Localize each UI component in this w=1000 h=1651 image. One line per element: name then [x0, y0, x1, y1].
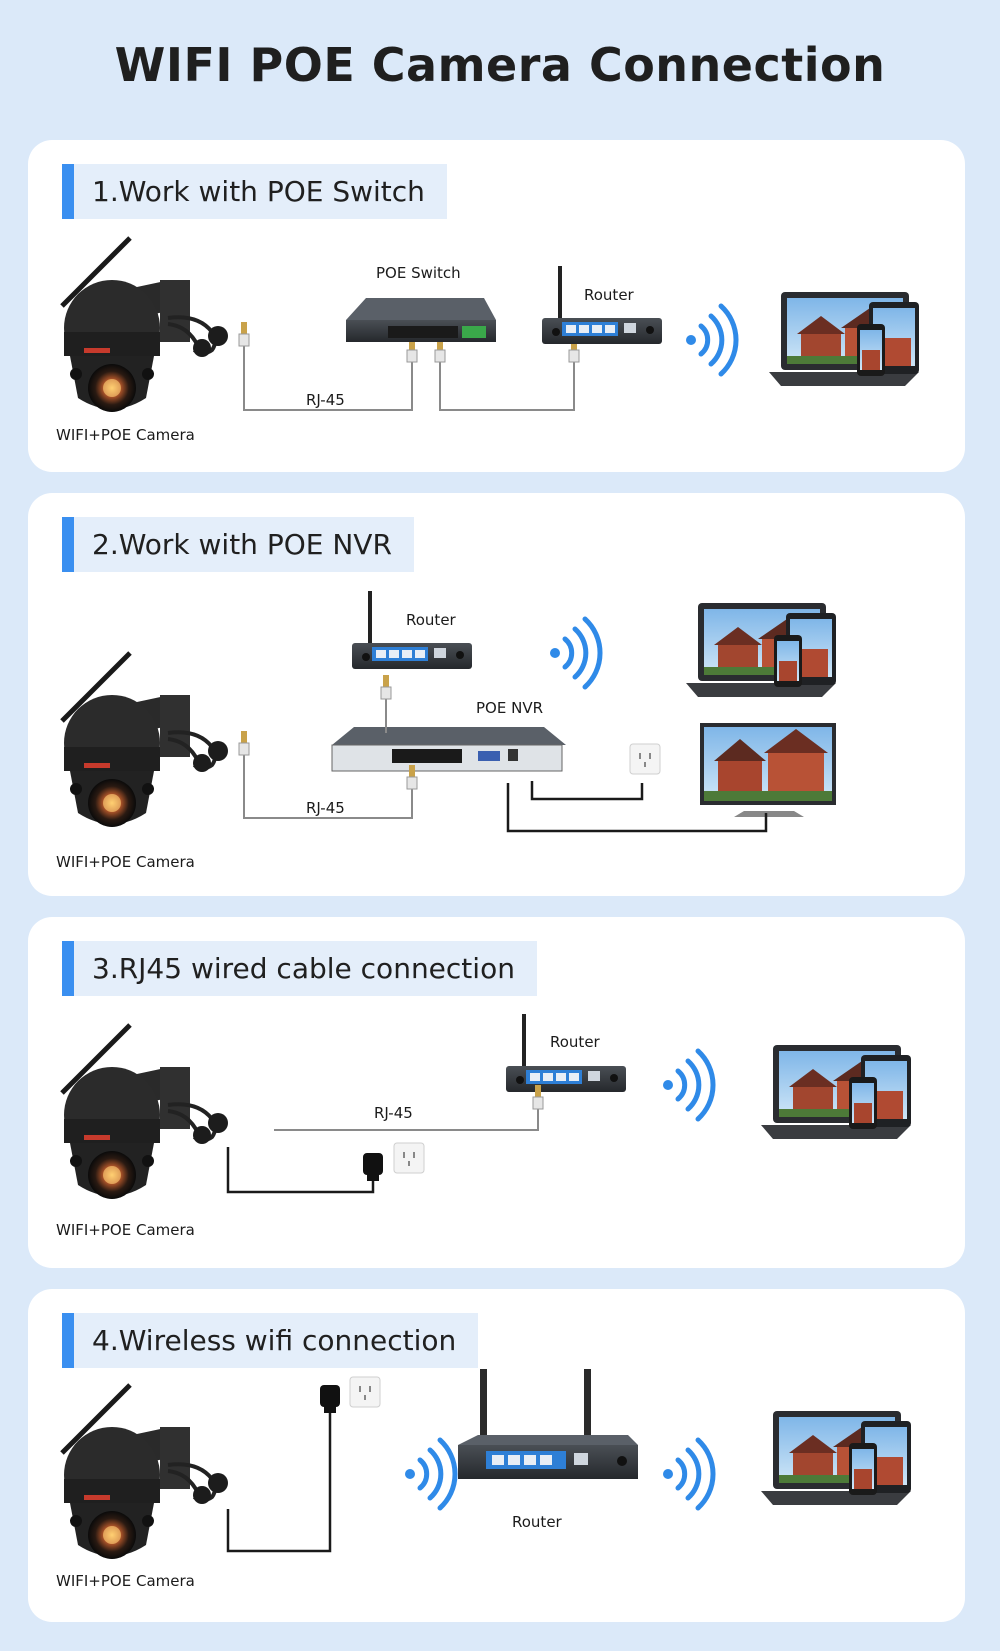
- camera-image: [62, 1025, 228, 1199]
- cable-camera-switch: [243, 340, 413, 411]
- router-label: Router: [406, 611, 457, 629]
- devices-image: [686, 603, 836, 697]
- cable-nvr-power: [530, 781, 644, 801]
- poe-switch-image: [346, 298, 496, 342]
- monitor-image: [700, 723, 836, 817]
- power-outlet-icon: [629, 743, 661, 775]
- poe-nvr-image: [331, 727, 566, 772]
- cable-camera-nvr: [243, 743, 413, 819]
- camera-image: [62, 238, 228, 412]
- power-cable: [226, 1147, 375, 1194]
- wifi-signal-icon: [686, 306, 736, 374]
- camera-label: WIFI+POE Camera: [56, 426, 195, 444]
- router-image: [458, 1369, 638, 1479]
- camera-label: WIFI+POE Camera: [56, 1221, 195, 1239]
- diagram-poe-switch: WIFI+POE Camera RJ-45 POE Switch Router: [56, 140, 919, 444]
- diagram-poe-nvr: WIFI+POE Camera Router POE NVR: [56, 589, 836, 871]
- router-image: [504, 1012, 628, 1094]
- camera-image: [62, 653, 228, 827]
- power-cable: [226, 1399, 332, 1553]
- section-heading: 1.Work with POE Switch: [62, 164, 447, 219]
- rj45-plug-icon: [238, 321, 250, 347]
- diagram-wireless-wifi: WIFI+POE Camera Router: [56, 1369, 911, 1590]
- cable-switch-router: [439, 350, 575, 411]
- diagram-rj45-wired: WIFI+POE Camera Router RJ-45: [56, 1012, 911, 1239]
- power-outlet-icon: [393, 1142, 425, 1174]
- router-label: Router: [550, 1033, 601, 1051]
- cable-nvr-monitor: [506, 783, 768, 833]
- camera-label: WIFI+POE Camera: [56, 1572, 195, 1590]
- router-image: [540, 264, 664, 346]
- wifi-signal-icon: [550, 619, 600, 687]
- cable-label: RJ-45: [306, 391, 345, 409]
- section-poe-nvr: 2.Work with POE NVR WIFI+POE Camera Rout…: [28, 493, 965, 896]
- section-heading: 3.RJ45 wired cable connection: [62, 941, 537, 996]
- section-heading: 4.Wireless wifi connection: [62, 1313, 479, 1368]
- router-label: Router: [512, 1513, 563, 1531]
- camera-image: [62, 1385, 228, 1559]
- power-adapter-icon: [320, 1385, 340, 1413]
- router-image: [350, 589, 474, 671]
- wifi-signal-icon: [663, 1051, 713, 1119]
- wifi-signal-icon: [663, 1440, 713, 1508]
- section-heading: 2.Work with POE NVR: [62, 517, 414, 572]
- section-wireless-wifi: 4.Wireless wifi connection WIFI+POE Came…: [28, 1289, 965, 1622]
- section-poe-switch: 1.Work with POE Switch: [28, 140, 965, 472]
- cable-label: RJ-45: [374, 1104, 413, 1122]
- wifi-signal-icon: [405, 1440, 455, 1508]
- rj45-plug-icon: [238, 730, 250, 756]
- router-label: Router: [584, 286, 635, 304]
- power-outlet-icon: [349, 1376, 381, 1408]
- devices-image: [769, 292, 919, 386]
- section-rj45-wired: 3.RJ45 wired cable connection WIFI+POE C…: [28, 917, 965, 1268]
- devices-image: [761, 1045, 911, 1139]
- power-adapter-icon: [363, 1153, 383, 1181]
- switch-label: POE Switch: [376, 264, 461, 282]
- cable-label: RJ-45: [306, 799, 345, 817]
- nvr-label: POE NVR: [476, 699, 543, 717]
- page-title: WIFI POE Camera Connection: [114, 38, 886, 92]
- devices-image: [761, 1411, 911, 1505]
- camera-label: WIFI+POE Camera: [56, 853, 195, 871]
- rj45-plug-icon: [380, 674, 392, 700]
